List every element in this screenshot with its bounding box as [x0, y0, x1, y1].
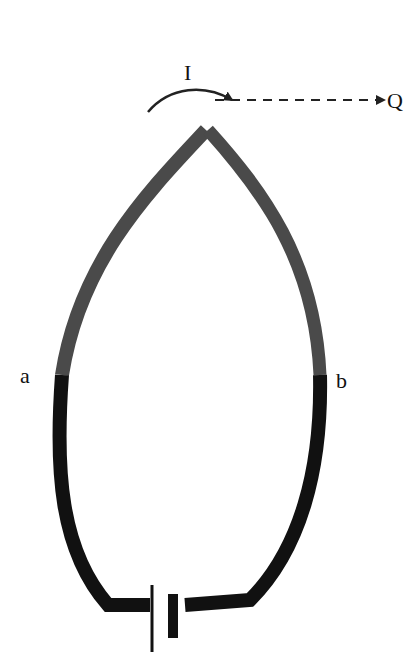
- battery-short-plate: [168, 594, 178, 638]
- conductor-b-upper: [208, 130, 320, 375]
- battery-long-plate: [151, 585, 154, 652]
- conductor-label: a: [20, 365, 30, 387]
- conductor-label: b: [336, 370, 347, 392]
- current-label: I: [184, 62, 191, 84]
- heat-label: Q: [387, 90, 403, 112]
- conductor-b-lower: [185, 375, 320, 605]
- heat-flow-arrow: [215, 99, 384, 101]
- conductor-a-lower: [59, 375, 150, 605]
- conductor-a-upper: [62, 130, 206, 375]
